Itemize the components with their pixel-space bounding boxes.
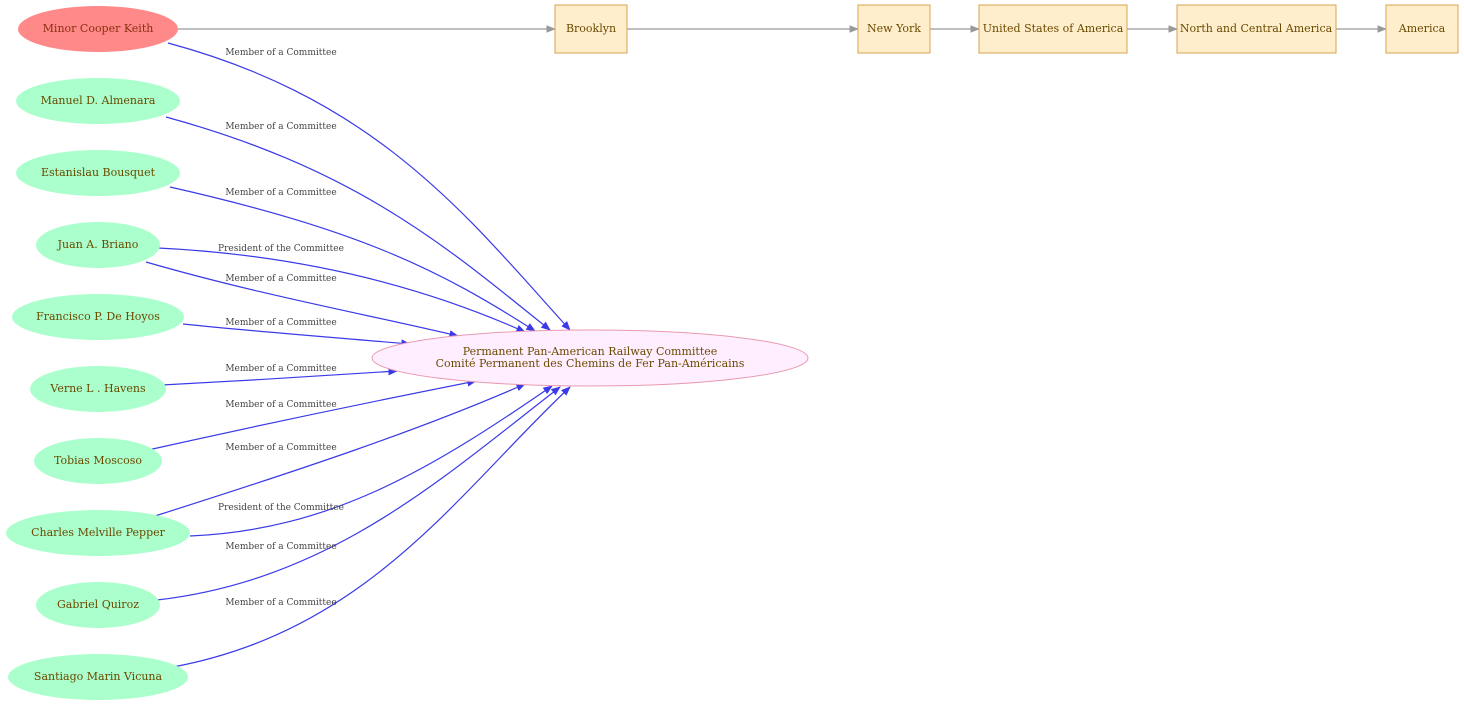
edge-label: Member of a Committee <box>225 598 336 608</box>
edge-dehoyos-committee <box>182 323 411 348</box>
edge-keith-committee <box>167 42 571 331</box>
node-label: Charles Melville Pepper <box>31 526 166 539</box>
person-node-dehoyos[interactable]: Francisco P. De Hoyos <box>12 294 184 340</box>
edge-label: Member of a Committee <box>225 318 336 328</box>
edge-label: President of the Committee <box>218 503 344 513</box>
node-label: New York <box>867 22 921 35</box>
node-label: North and Central America <box>1180 22 1333 35</box>
committee-name-line1: Permanent Pan-American Railway Committee <box>463 345 718 358</box>
committee-name-line2: Comité Permanent des Chemins de Fer Pan-… <box>436 357 745 370</box>
edge-moscoso-committee <box>147 378 477 451</box>
person-node-bousquet[interactable]: Estanislau Bousquet <box>16 150 180 196</box>
edge-label: Member of a Committee <box>225 443 336 453</box>
edge-label: President of the Committee <box>218 244 344 254</box>
node-label: Francisco P. De Hoyos <box>36 310 160 323</box>
person-node-almenara[interactable]: Manuel D. Almenara <box>16 78 180 124</box>
person-node-quiroz[interactable]: Gabriel Quiroz <box>36 582 160 628</box>
person-node-keith[interactable]: Minor Cooper Keith <box>18 6 178 52</box>
edge-almenara-committee <box>165 116 551 331</box>
person-node-pepper[interactable]: Charles Melville Pepper <box>6 510 190 556</box>
edge-havens-committee <box>161 367 398 386</box>
node-label: Manuel D. Almenara <box>41 94 156 107</box>
edge-labels: Member of a Committee Member of a Commit… <box>218 48 344 608</box>
person-node-vicuna[interactable]: Santiago Marin Vicuna <box>8 654 188 700</box>
edge-label: Member of a Committee <box>225 542 336 552</box>
place-node-brooklyn[interactable]: Brooklyn <box>554 4 628 54</box>
edge-label: Member of a Committee <box>225 400 336 410</box>
edge-briano-member <box>145 261 459 338</box>
node-label: Verne L . Havens <box>49 382 146 395</box>
edge-label: Member of a Committee <box>225 274 336 284</box>
node-label: Minor Cooper Keith <box>43 22 154 35</box>
node-label: Gabriel Quiroz <box>57 598 139 611</box>
node-label: Juan A. Briano <box>57 238 139 251</box>
committee-node[interactable]: Permanent Pan-American Railway Committee… <box>371 329 809 387</box>
edge-bousquet-committee <box>169 186 536 332</box>
person-node-moscoso[interactable]: Tobias Moscoso <box>34 438 162 484</box>
edge-label: Member of a Committee <box>225 364 336 374</box>
node-label: America <box>1398 22 1446 35</box>
edge-briano-president <box>157 247 526 333</box>
place-node-usa[interactable]: United States of America <box>978 4 1128 54</box>
node-label: Brooklyn <box>566 22 616 35</box>
place-node-america[interactable]: America <box>1385 4 1459 54</box>
edge-label: Member of a Committee <box>225 188 336 198</box>
edge-vicuna-committee <box>172 386 571 668</box>
edge-quiroz-committee <box>156 386 561 601</box>
place-node-north-central-america[interactable]: North and Central America <box>1176 4 1337 54</box>
node-label: Estanislau Bousquet <box>41 166 156 179</box>
edge-label: Member of a Committee <box>225 48 336 58</box>
person-node-havens[interactable]: Verne L . Havens <box>30 366 166 412</box>
person-nodes: Minor Cooper Keith Manuel D. Almenara Es… <box>6 6 190 700</box>
edge-pepper-president <box>189 385 553 537</box>
person-node-briano[interactable]: Juan A. Briano <box>36 222 160 268</box>
edge-pepper-member <box>154 383 526 517</box>
node-label: Tobias Moscoso <box>54 454 142 467</box>
place-node-new-york[interactable]: New York <box>857 4 931 54</box>
node-label: United States of America <box>983 22 1124 35</box>
node-label: Santiago Marin Vicuna <box>34 670 163 683</box>
membership-edges <box>145 42 571 668</box>
edge-label: Member of a Committee <box>225 122 336 132</box>
place-nodes: Brooklyn New York United States of Ameri… <box>554 4 1459 54</box>
